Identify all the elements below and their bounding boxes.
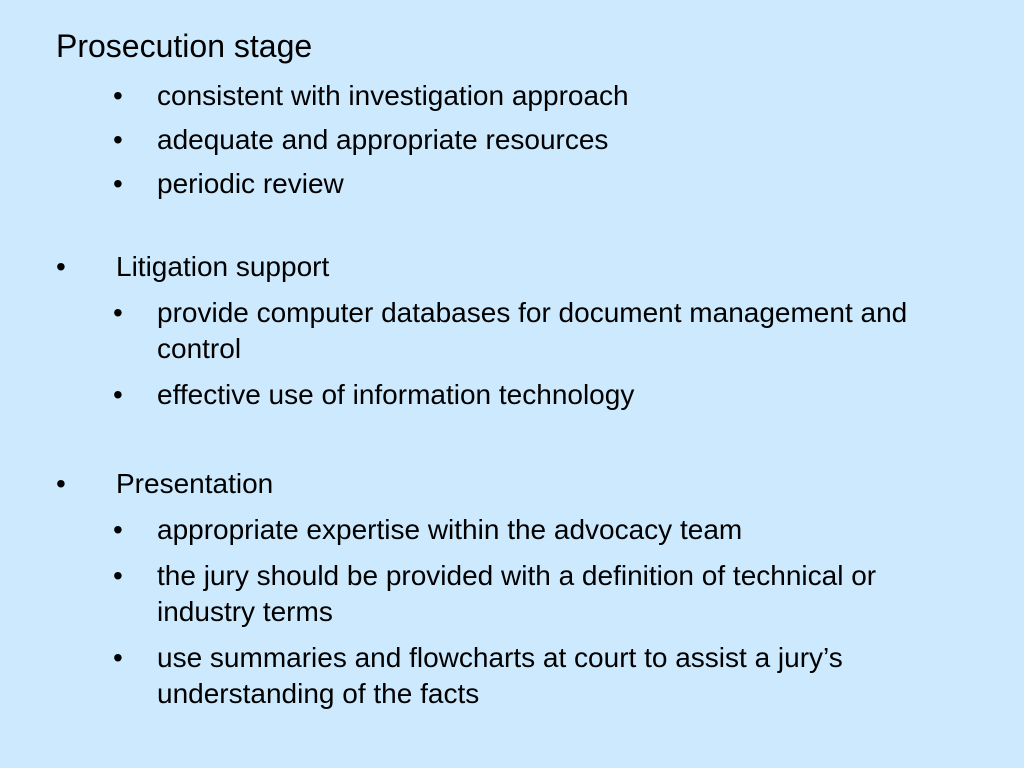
list-item-text: appropriate expertise within the advocac… — [157, 514, 743, 545]
list-item-text: periodic review — [157, 168, 344, 199]
list-item: • adequate and appropriate resources — [113, 122, 913, 158]
bullet-icon: • — [113, 124, 123, 155]
list-item: • use summaries and flowcharts at court … — [113, 640, 913, 712]
bullet-icon: • — [113, 297, 123, 328]
list-item-text: effective use of information technology — [157, 379, 635, 410]
bullet-icon: • — [113, 642, 123, 673]
bullet-icon: • — [56, 468, 66, 499]
list-item-text: the jury should be provided with a defin… — [157, 560, 877, 627]
section-heading-text: Presentation — [116, 468, 274, 499]
bullet-icon: • — [113, 80, 123, 111]
slide-title: Prosecution stage — [56, 28, 313, 64]
bullet-icon: • — [113, 514, 123, 545]
list-item-text: use summaries and flowcharts at court to… — [157, 642, 843, 709]
bullet-icon: • — [56, 251, 66, 282]
list-item: • consistent with investigation approach — [113, 78, 913, 114]
bullet-icon: • — [113, 379, 123, 410]
list-item: • periodic review — [113, 166, 913, 202]
bullet-icon: • — [113, 168, 123, 199]
list-item: • appropriate expertise within the advoc… — [113, 512, 913, 548]
list-item: • provide computer databases for documen… — [113, 295, 913, 367]
list-item-text: consistent with investigation approach — [157, 80, 629, 111]
section-heading-text: Litigation support — [116, 251, 330, 282]
list-item: • effective use of information technolog… — [113, 377, 913, 413]
list-item: • the jury should be provided with a def… — [113, 558, 913, 630]
list-item-text: adequate and appropriate resources — [157, 124, 609, 155]
list-item-text: provide computer databases for document … — [157, 297, 908, 364]
bullet-icon: • — [113, 560, 123, 591]
